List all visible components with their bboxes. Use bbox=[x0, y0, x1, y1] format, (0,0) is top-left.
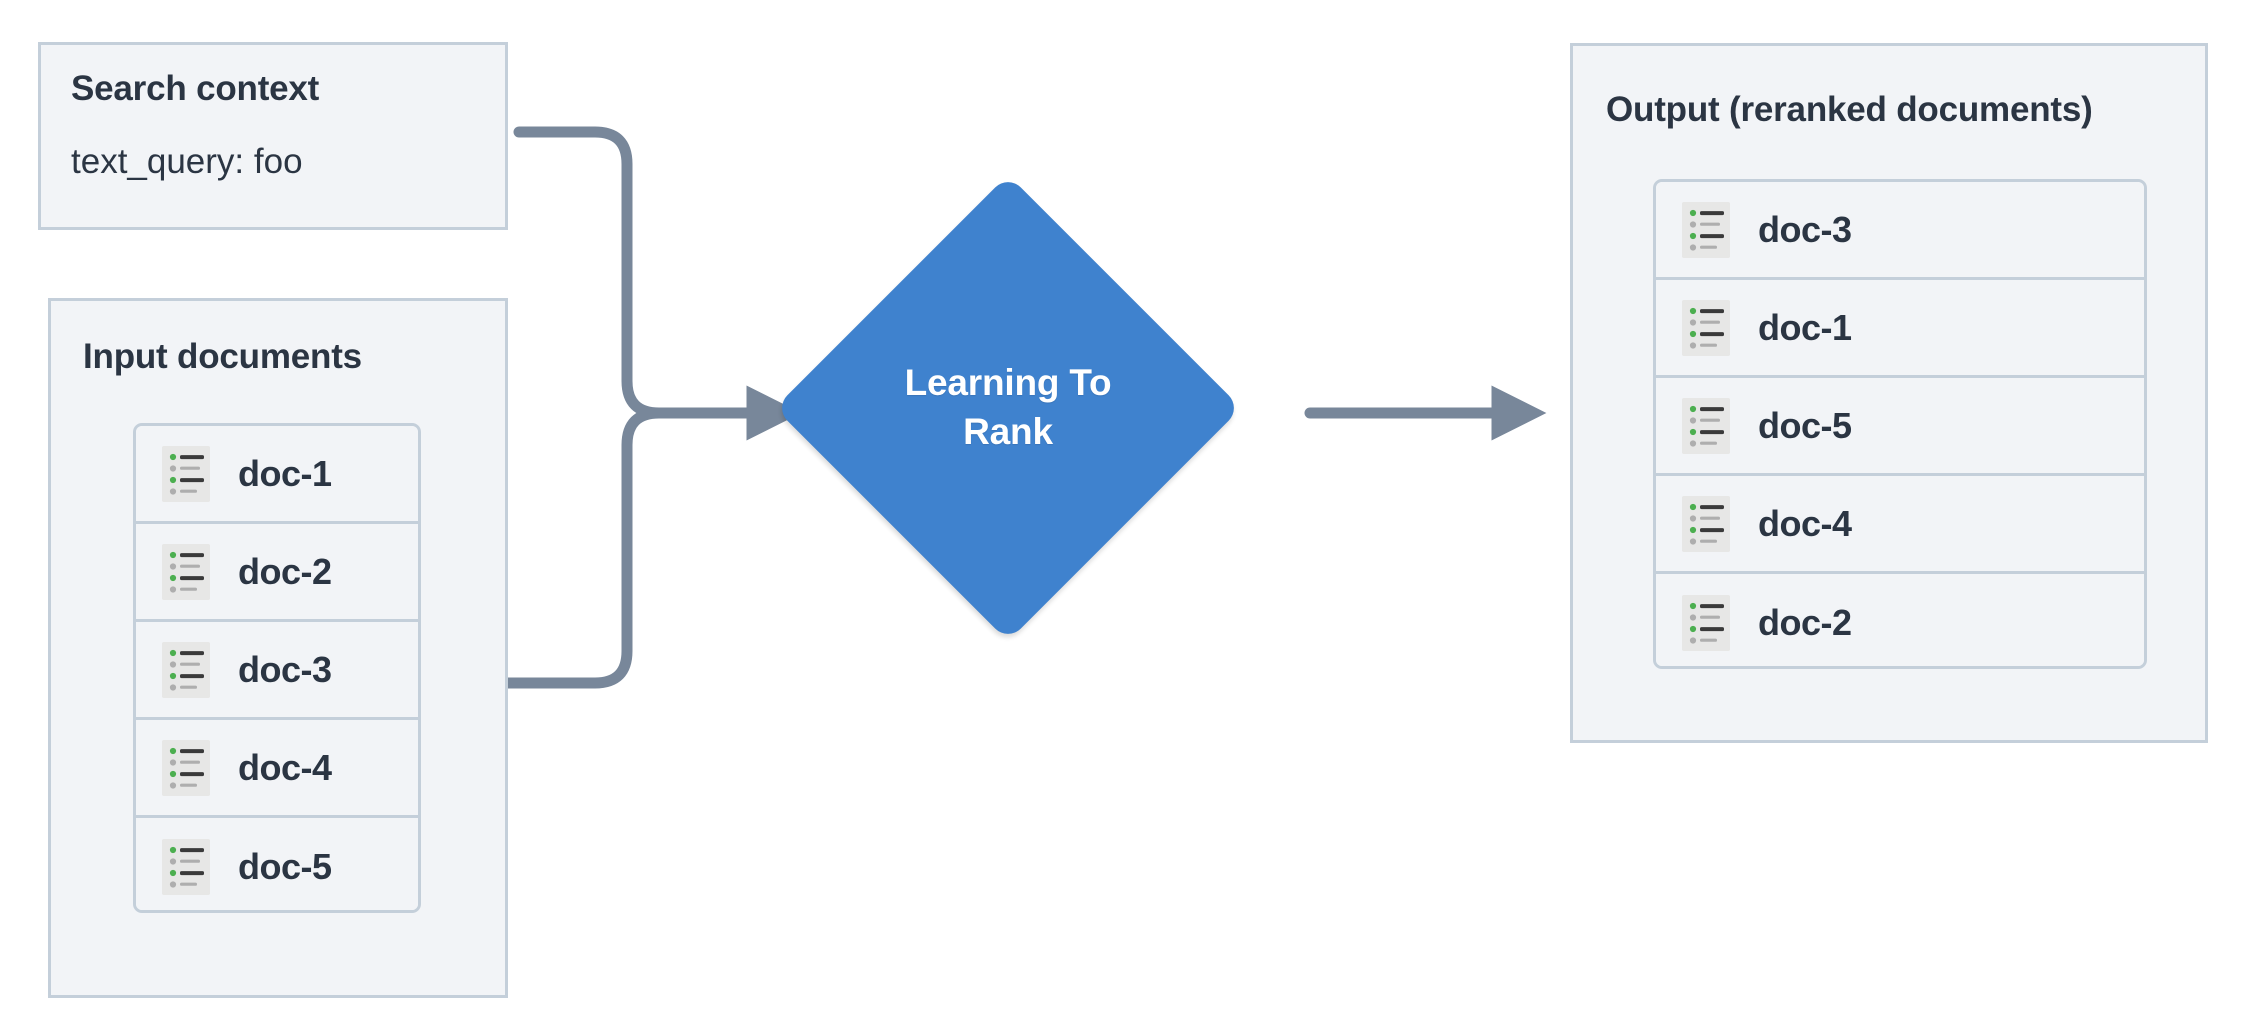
document-list-icon bbox=[162, 739, 210, 796]
search-context-title: Search context bbox=[71, 69, 320, 108]
document-label: doc-1 bbox=[1758, 306, 1852, 348]
document-list-icon bbox=[1682, 495, 1730, 552]
output-documents-list: doc-3 doc-1 doc-5 doc-4 doc-2 bbox=[1653, 179, 2147, 669]
document-label: doc-4 bbox=[1758, 502, 1852, 544]
input-documents-list: doc-1 doc-2 doc-3 doc-4 doc-5 bbox=[133, 423, 421, 913]
document-list-icon bbox=[1682, 397, 1730, 454]
connector-input-documents-to-ltr bbox=[502, 407, 665, 689]
document-label: doc-3 bbox=[1758, 208, 1852, 250]
document-list-icon bbox=[1682, 201, 1730, 258]
document-list-item[interactable]: doc-1 bbox=[1656, 280, 2144, 378]
document-list-item[interactable]: doc-3 bbox=[136, 622, 418, 720]
document-list-icon bbox=[162, 839, 210, 895]
document-label: doc-2 bbox=[1758, 602, 1852, 643]
search-context-query: text_query: foo bbox=[71, 142, 303, 181]
output-title: Output (reranked documents) bbox=[1606, 90, 2093, 129]
learning-to-rank-label-line2: Rank bbox=[963, 411, 1053, 452]
document-list-item[interactable]: doc-5 bbox=[136, 818, 418, 910]
input-documents-title: Input documents bbox=[83, 337, 362, 376]
document-label: doc-5 bbox=[1758, 404, 1852, 446]
search-context-panel: Search context text_query: foo bbox=[38, 42, 508, 230]
document-list-item[interactable]: doc-3 bbox=[1656, 182, 2144, 280]
document-list-item[interactable]: doc-4 bbox=[1656, 476, 2144, 574]
learning-to-rank-label: Learning To Rank bbox=[843, 243, 1173, 573]
document-label: doc-4 bbox=[238, 746, 332, 788]
document-list-icon bbox=[162, 543, 210, 600]
document-list-icon bbox=[1682, 595, 1730, 651]
document-label: doc-1 bbox=[238, 452, 332, 494]
document-list-item[interactable]: doc-1 bbox=[136, 426, 418, 524]
document-list-item[interactable]: doc-5 bbox=[1656, 378, 2144, 476]
document-list-item[interactable]: doc-4 bbox=[136, 720, 418, 818]
document-label: doc-3 bbox=[238, 648, 332, 690]
document-list-icon bbox=[162, 641, 210, 698]
document-label: doc-5 bbox=[238, 846, 332, 887]
document-list-item[interactable]: doc-2 bbox=[1656, 574, 2144, 666]
document-label: doc-2 bbox=[238, 550, 332, 592]
document-list-icon bbox=[162, 445, 210, 502]
document-list-icon bbox=[1682, 299, 1730, 356]
learning-to-rank-label-line1: Learning To bbox=[904, 362, 1112, 404]
connector-search-context-to-ltr bbox=[513, 126, 665, 419]
document-list-item[interactable]: doc-2 bbox=[136, 524, 418, 622]
